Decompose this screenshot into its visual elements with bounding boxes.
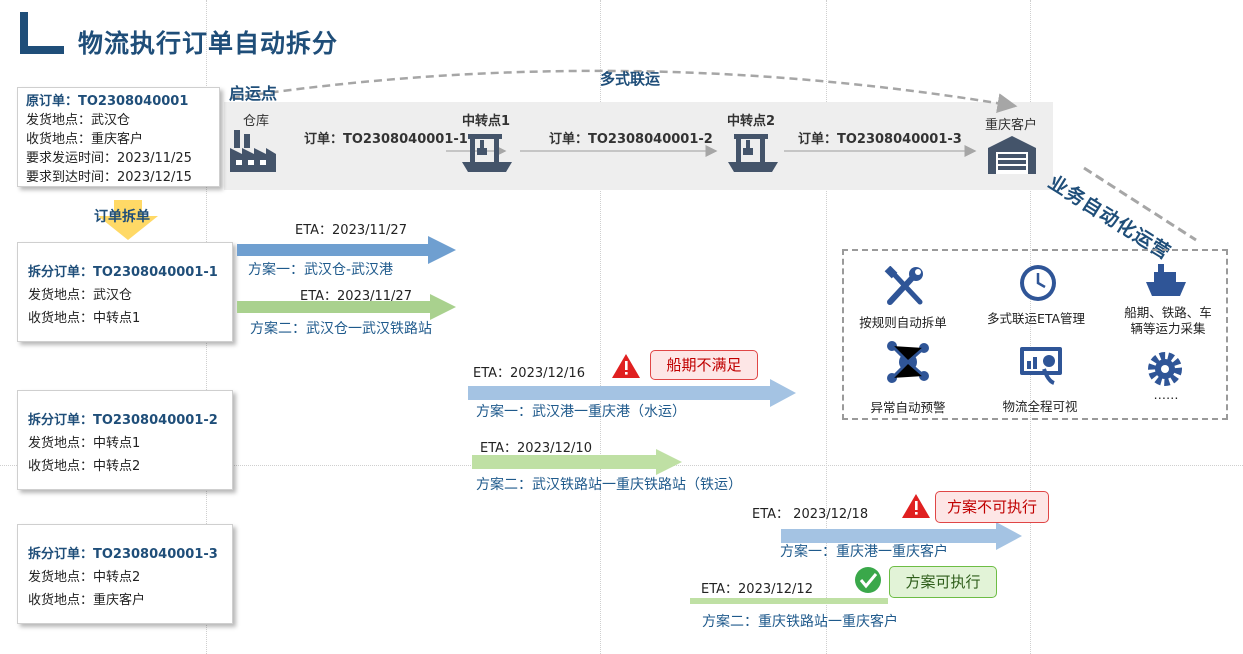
- leg3-label: 订单：TO2308040001-3: [798, 132, 962, 147]
- plan-o2p2: 方案二：武汉铁路站一重庆铁路站（铁运）: [476, 477, 742, 493]
- crane-ship-icon: [462, 134, 512, 172]
- dashboard-icon: [1020, 347, 1062, 385]
- feature-auto-split: 按规则自动拆单: [859, 315, 947, 330]
- eta-o3p2: ETA：2023/12/12: [701, 582, 813, 597]
- split-ship-to: 收货地点：重庆客户: [28, 593, 146, 608]
- leg1-label: 订单：TO2308040001-1: [304, 132, 468, 147]
- split-order-card-2: 拆分订单：TO2308040001-2 发货地点：中转点1 收货地点：中转点2: [17, 390, 233, 490]
- split-ship-to: 收货地点：中转点2: [28, 459, 141, 474]
- crane-ship-icon: [728, 134, 778, 172]
- plan-o1p1: 方案一：武汉仓-武汉港: [248, 262, 394, 278]
- clock-icon: [1020, 265, 1056, 301]
- eta-o1p2: ETA：2023/11/27: [300, 289, 412, 304]
- plan-o3p2: 方案二：重庆铁路站一重庆客户: [702, 614, 898, 630]
- split-order-card-1: 拆分订单：TO2308040001-1 发货地点：武汉仓 收货地点：中转点1: [17, 242, 233, 342]
- original-req-arrive-time: 要求到达时间：2023/12/15: [26, 170, 192, 185]
- original-order-title: 原订单：TO2308040001: [26, 94, 189, 109]
- split-ship-from: 发货地点：中转点1: [28, 436, 141, 451]
- plan-arrow-o3p1: [781, 522, 1022, 550]
- split-down-arrow: [98, 200, 158, 240]
- grid-line: [826, 0, 827, 654]
- ship-icon: [1146, 264, 1186, 296]
- node-transfer2-label: 中转点2: [727, 114, 776, 129]
- feature-visibility: 物流全程可视: [1002, 399, 1078, 414]
- split-ship-from: 发货地点：中转点2: [28, 570, 141, 585]
- split-order-card-3: 拆分订单：TO2308040001-3 发货地点：中转点2 收货地点：重庆客户: [17, 524, 233, 624]
- plan-arrow-o1p1: [237, 236, 456, 264]
- title-bracket-icon: [20, 12, 64, 54]
- plan-arrow-o2p2: [472, 449, 682, 475]
- feature-capacity-collection: 船期、铁路、车 辆等运力采集: [1124, 305, 1212, 336]
- eta-o1p1: ETA：2023/11/27: [295, 223, 407, 238]
- leg2-label: 订单：TO2308040001-2: [549, 132, 713, 147]
- check-icon: [855, 567, 881, 593]
- split-order-title: 拆分订单：TO2308040001-1: [28, 265, 218, 280]
- eta-o2p1: ETA：2023/12/16: [473, 366, 585, 381]
- original-order-card: 原订单：TO2308040001 发货地点：武汉仓 收货地点：重庆客户 要求发运…: [17, 87, 220, 187]
- node-transfer1-label: 中转点1: [462, 114, 511, 129]
- ship-schedule-unmet-badge: 船期不满足: [650, 350, 758, 380]
- page-title: 物流执行订单自动拆分: [78, 29, 339, 58]
- node-warehouse-label: 仓库: [243, 114, 270, 129]
- warehouse-icon: [988, 136, 1036, 174]
- warning-icon: [902, 494, 930, 518]
- grid-line: [600, 0, 601, 654]
- split-label: 订单拆单: [94, 209, 150, 225]
- feature-eta-management: 多式联运ETA管理: [986, 311, 1086, 326]
- split-ship-from: 发货地点：武汉仓: [28, 288, 133, 303]
- route-band: [224, 102, 1053, 190]
- start-point-label: 启运点: [229, 84, 278, 103]
- split-order-title: 拆分订单：TO2308040001-2: [28, 413, 218, 428]
- feature-exception-alert: 异常自动预警: [870, 400, 946, 415]
- factory-icon: [230, 130, 276, 172]
- plan-executable-badge: 方案可执行: [889, 566, 997, 598]
- automation-features-box: [842, 249, 1228, 420]
- plan-arrow-o3p2: [690, 598, 888, 604]
- multimodal-label: 多式联运: [600, 70, 661, 88]
- tools-icon: [884, 266, 923, 305]
- warning-icon: [612, 354, 640, 378]
- original-ship-from: 发货地点：武汉仓: [26, 113, 131, 128]
- plan-arrow-o1p2: [237, 294, 456, 320]
- eta-o3p1: ETA： 2023/12/18: [752, 507, 869, 522]
- split-order-title: 拆分订单：TO2308040001-3: [28, 547, 218, 562]
- eta-o2p2: ETA：2023/12/10: [480, 441, 592, 456]
- feature-more: ……: [1153, 387, 1179, 402]
- grid-line: [1030, 0, 1031, 654]
- plan-arrow-o2p1: [468, 379, 796, 407]
- original-ship-to: 收货地点：重庆客户: [26, 132, 144, 147]
- plan-o3p1: 方案一：重庆港一重庆客户: [780, 544, 948, 560]
- node-customer-label: 重庆客户: [985, 118, 1038, 133]
- original-req-ship-time: 要求发运时间：2023/11/25: [26, 151, 192, 166]
- plan-o1p2: 方案二：武汉仓一武汉铁路站: [250, 321, 432, 337]
- split-ship-to: 收货地点：中转点1: [28, 311, 141, 326]
- multimodal-curve: [231, 69, 1018, 113]
- network-icon: [887, 341, 929, 383]
- plan-not-executable-badge: 方案不可执行: [935, 491, 1049, 523]
- gear-icon: [1148, 352, 1182, 386]
- plan-o2p1: 方案一：武汉港一重庆港（水运）: [476, 404, 686, 420]
